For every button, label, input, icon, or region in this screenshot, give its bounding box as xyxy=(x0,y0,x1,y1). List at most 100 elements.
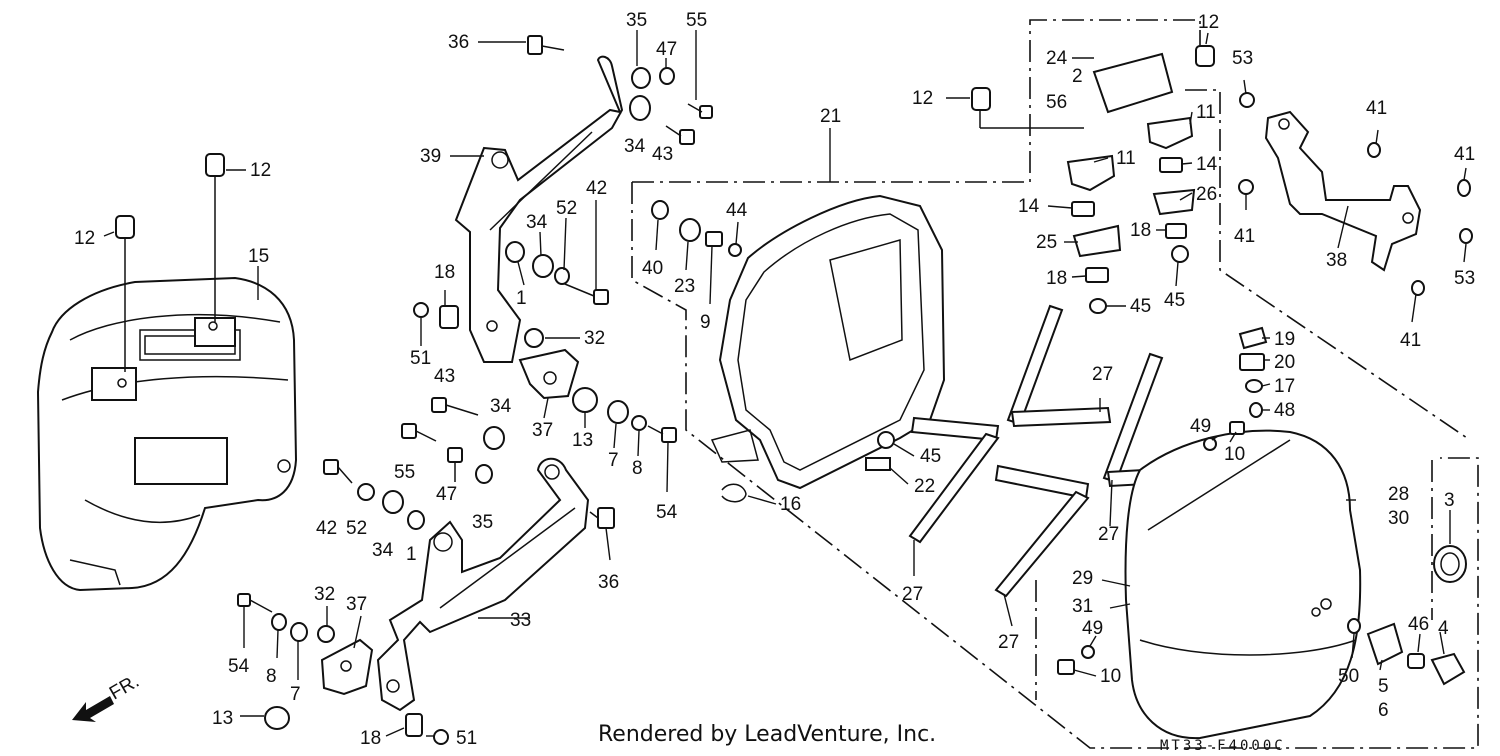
callout-16: 16 xyxy=(780,494,801,515)
callout-42-upper: 42 xyxy=(586,178,607,199)
callout-51-upper: 51 xyxy=(410,348,431,369)
mount-bracket-38 xyxy=(1238,92,1473,296)
callout-39: 39 xyxy=(420,146,441,167)
callout-14-right: 14 xyxy=(1196,154,1218,175)
callout-12-mid: 12 xyxy=(912,88,933,109)
callout-8-upper: 8 xyxy=(632,458,643,479)
callout-45-left: 45 xyxy=(920,446,941,467)
callout-23: 23 xyxy=(674,276,695,297)
front-arrow-icon xyxy=(72,696,114,722)
hinge-37-lower xyxy=(320,638,374,696)
callout-11-mid: 11 xyxy=(1116,148,1136,169)
callout-26: 26 xyxy=(1196,184,1217,205)
callout-34-bottom: 34 xyxy=(372,540,394,561)
callout-41-top: 41 xyxy=(1366,98,1387,119)
callout-53-top: 53 xyxy=(1232,48,1253,69)
callout-46: 46 xyxy=(1408,614,1429,635)
callout-54-lower: 54 xyxy=(228,656,250,677)
callout-28: 28 xyxy=(1388,484,1409,505)
callout-49-top: 49 xyxy=(1190,416,1211,437)
callout-10-lower: 10 xyxy=(1100,666,1121,687)
callout-1-lower: 1 xyxy=(406,544,417,565)
callout-18-right: 18 xyxy=(1130,220,1151,241)
callout-55-mid: 55 xyxy=(394,462,415,483)
callout-47-upper: 47 xyxy=(656,39,677,60)
callout-2: 2 xyxy=(1072,66,1083,87)
leader-lines xyxy=(103,30,1467,737)
callout-6: 6 xyxy=(1378,700,1389,721)
callout-55-upper: 55 xyxy=(686,10,707,31)
callout-52-lower: 52 xyxy=(346,518,367,539)
left-saddlebag-15 xyxy=(36,276,298,592)
callout-12-left: 12 xyxy=(74,228,95,249)
callout-33: 33 xyxy=(510,610,531,631)
callout-45-right: 45 xyxy=(1164,290,1185,311)
callout-24: 24 xyxy=(1046,48,1068,69)
callout-45-mid: 45 xyxy=(1130,296,1151,317)
callout-27-lower: 27 xyxy=(998,632,1019,653)
callout-32-lower: 32 xyxy=(314,584,335,605)
group-boundaries xyxy=(631,19,1479,749)
callout-43-mid: 43 xyxy=(434,366,455,387)
callout-40: 40 xyxy=(642,258,663,279)
callout-29: 29 xyxy=(1072,568,1093,589)
callout-50: 50 xyxy=(1338,666,1359,687)
callout-56: 56 xyxy=(1046,92,1067,113)
callout-53-right: 53 xyxy=(1454,268,1475,289)
callout-54-upper: 54 xyxy=(656,502,678,523)
callout-47-mid: 47 xyxy=(436,484,457,505)
callout-41-right: 41 xyxy=(1454,144,1475,165)
callout-21: 21 xyxy=(820,106,841,127)
callout-52-upper: 52 xyxy=(556,198,577,219)
callout-36-upper: 36 xyxy=(448,32,469,53)
callout-27-mid: 27 xyxy=(1098,524,1119,545)
callout-8-lower: 8 xyxy=(266,666,277,687)
callout-17: 17 xyxy=(1274,376,1295,397)
callout-37-upper: 37 xyxy=(532,420,553,441)
callout-13-upper: 13 xyxy=(572,430,593,451)
straps-27 xyxy=(908,304,1220,598)
saddlebag-lid-28 xyxy=(1124,429,1362,740)
callout-13-lower: 13 xyxy=(212,708,233,729)
callout-34-upper: 34 xyxy=(624,136,646,157)
callout-44: 44 xyxy=(726,200,748,221)
callout-35-lower: 35 xyxy=(472,512,493,533)
callout-1-upper: 1 xyxy=(516,288,527,309)
callout-51-lower: 51 xyxy=(456,728,477,749)
callout-12-top: 12 xyxy=(1198,12,1219,33)
callout-4: 4 xyxy=(1438,618,1449,639)
callout-49-lower: 49 xyxy=(1082,618,1103,639)
callout-20: 20 xyxy=(1274,352,1295,373)
callout-30: 30 xyxy=(1388,508,1409,529)
callout-36-lower: 36 xyxy=(598,572,619,593)
hinge-37-upper xyxy=(518,348,580,400)
callout-43-upper: 43 xyxy=(652,144,673,165)
callout-25: 25 xyxy=(1036,232,1057,253)
callout-14-left: 14 xyxy=(1018,196,1040,217)
callout-32-upper: 32 xyxy=(584,328,605,349)
credit-line: Rendered by LeadVenture, Inc. xyxy=(598,722,937,747)
callout-31: 31 xyxy=(1072,596,1093,617)
callout-7-upper: 7 xyxy=(608,450,619,471)
callout-48: 48 xyxy=(1274,400,1295,421)
diagram-code: MT33-F4000C xyxy=(1160,738,1286,754)
callout-18-lower: 18 xyxy=(360,728,381,749)
stay-bracket-lower-33 xyxy=(376,457,590,712)
callout-37-lower: 37 xyxy=(346,594,367,615)
lid-parts xyxy=(971,45,1215,314)
callout-38: 38 xyxy=(1326,250,1347,271)
callout-34-mid: 34 xyxy=(526,212,548,233)
callout-11-top: 11 xyxy=(1196,102,1216,123)
callout-41-left: 41 xyxy=(1234,226,1255,247)
right-small-parts xyxy=(651,200,1467,686)
callout-22: 22 xyxy=(914,476,935,497)
callout-35-upper: 35 xyxy=(626,10,647,31)
hardware-small-parts xyxy=(115,35,713,745)
callout-42-lower: 42 xyxy=(316,518,337,539)
callout-18-mid: 18 xyxy=(1046,268,1067,289)
callout-34-lower: 34 xyxy=(490,396,512,417)
callout-19: 19 xyxy=(1274,329,1295,350)
callout-41-bottom: 41 xyxy=(1400,330,1421,351)
callout-5: 5 xyxy=(1378,676,1389,697)
